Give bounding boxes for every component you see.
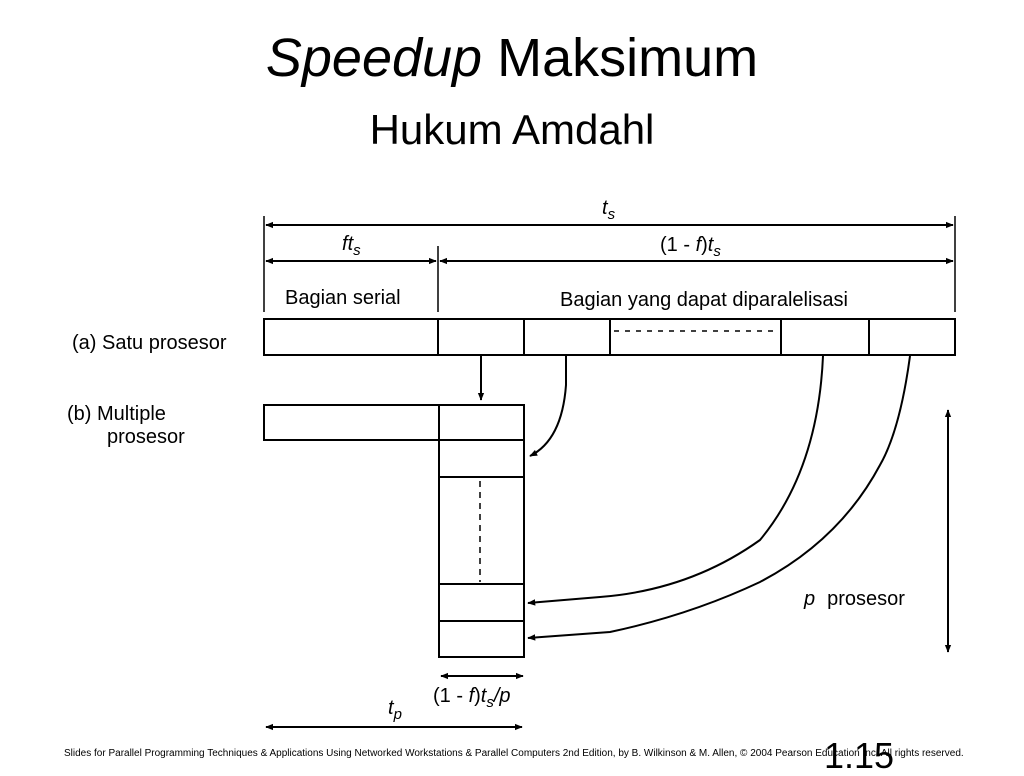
serial-block-a	[263, 318, 439, 356]
tp-label: tp	[388, 697, 402, 723]
map-arrow-4	[527, 355, 911, 641]
parallel-block-a-1	[437, 318, 525, 356]
single-processor-bar	[263, 318, 956, 356]
processor-block-n	[438, 620, 525, 658]
case-a-label: (a) Satu prosesor	[72, 332, 227, 354]
case-b-label-line2: prosesor	[107, 426, 185, 448]
page-number: 1.15	[824, 735, 895, 776]
parallel-time-label: (1 - f)ts	[660, 234, 721, 260]
extent-lines	[263, 216, 956, 312]
title-italic: Speedup	[265, 28, 483, 88]
slide-subtitle: Hukum Amdahl	[369, 106, 655, 153]
parallel-part-label: Bagian yang dapat diparalelisasi	[560, 289, 848, 311]
parallel-block-a-gap	[609, 318, 782, 356]
processor-block-n1	[438, 583, 525, 622]
map-arrow-3	[527, 355, 824, 606]
multi-processor-stack	[263, 404, 525, 658]
parallel-block-a-n1	[780, 318, 870, 356]
serial-block-b	[263, 404, 440, 441]
processor-block-2	[438, 439, 525, 478]
serial-part-label: Bagian serial	[285, 287, 401, 309]
mapping-arrows	[477, 355, 911, 641]
processor-block-1	[438, 404, 525, 441]
processor-block-gap	[438, 476, 525, 585]
per-processor-time-label: (1 - f)ts/p	[433, 685, 511, 711]
slide-footer: Slides for Parallel Programming Techniqu…	[64, 748, 964, 759]
parallel-block-a-n	[868, 318, 956, 356]
map-arrow-2	[529, 356, 567, 457]
fts-label: fts	[342, 233, 361, 259]
case-b-label-line1: (b) Multiple	[67, 403, 166, 425]
ts-label: ts	[602, 197, 616, 223]
dimension-arrows	[265, 221, 954, 731]
title-rest: Maksimum	[497, 28, 759, 88]
parallel-block-a-2	[523, 318, 611, 356]
slide-title: Speedup Maksimum	[0, 26, 1024, 90]
